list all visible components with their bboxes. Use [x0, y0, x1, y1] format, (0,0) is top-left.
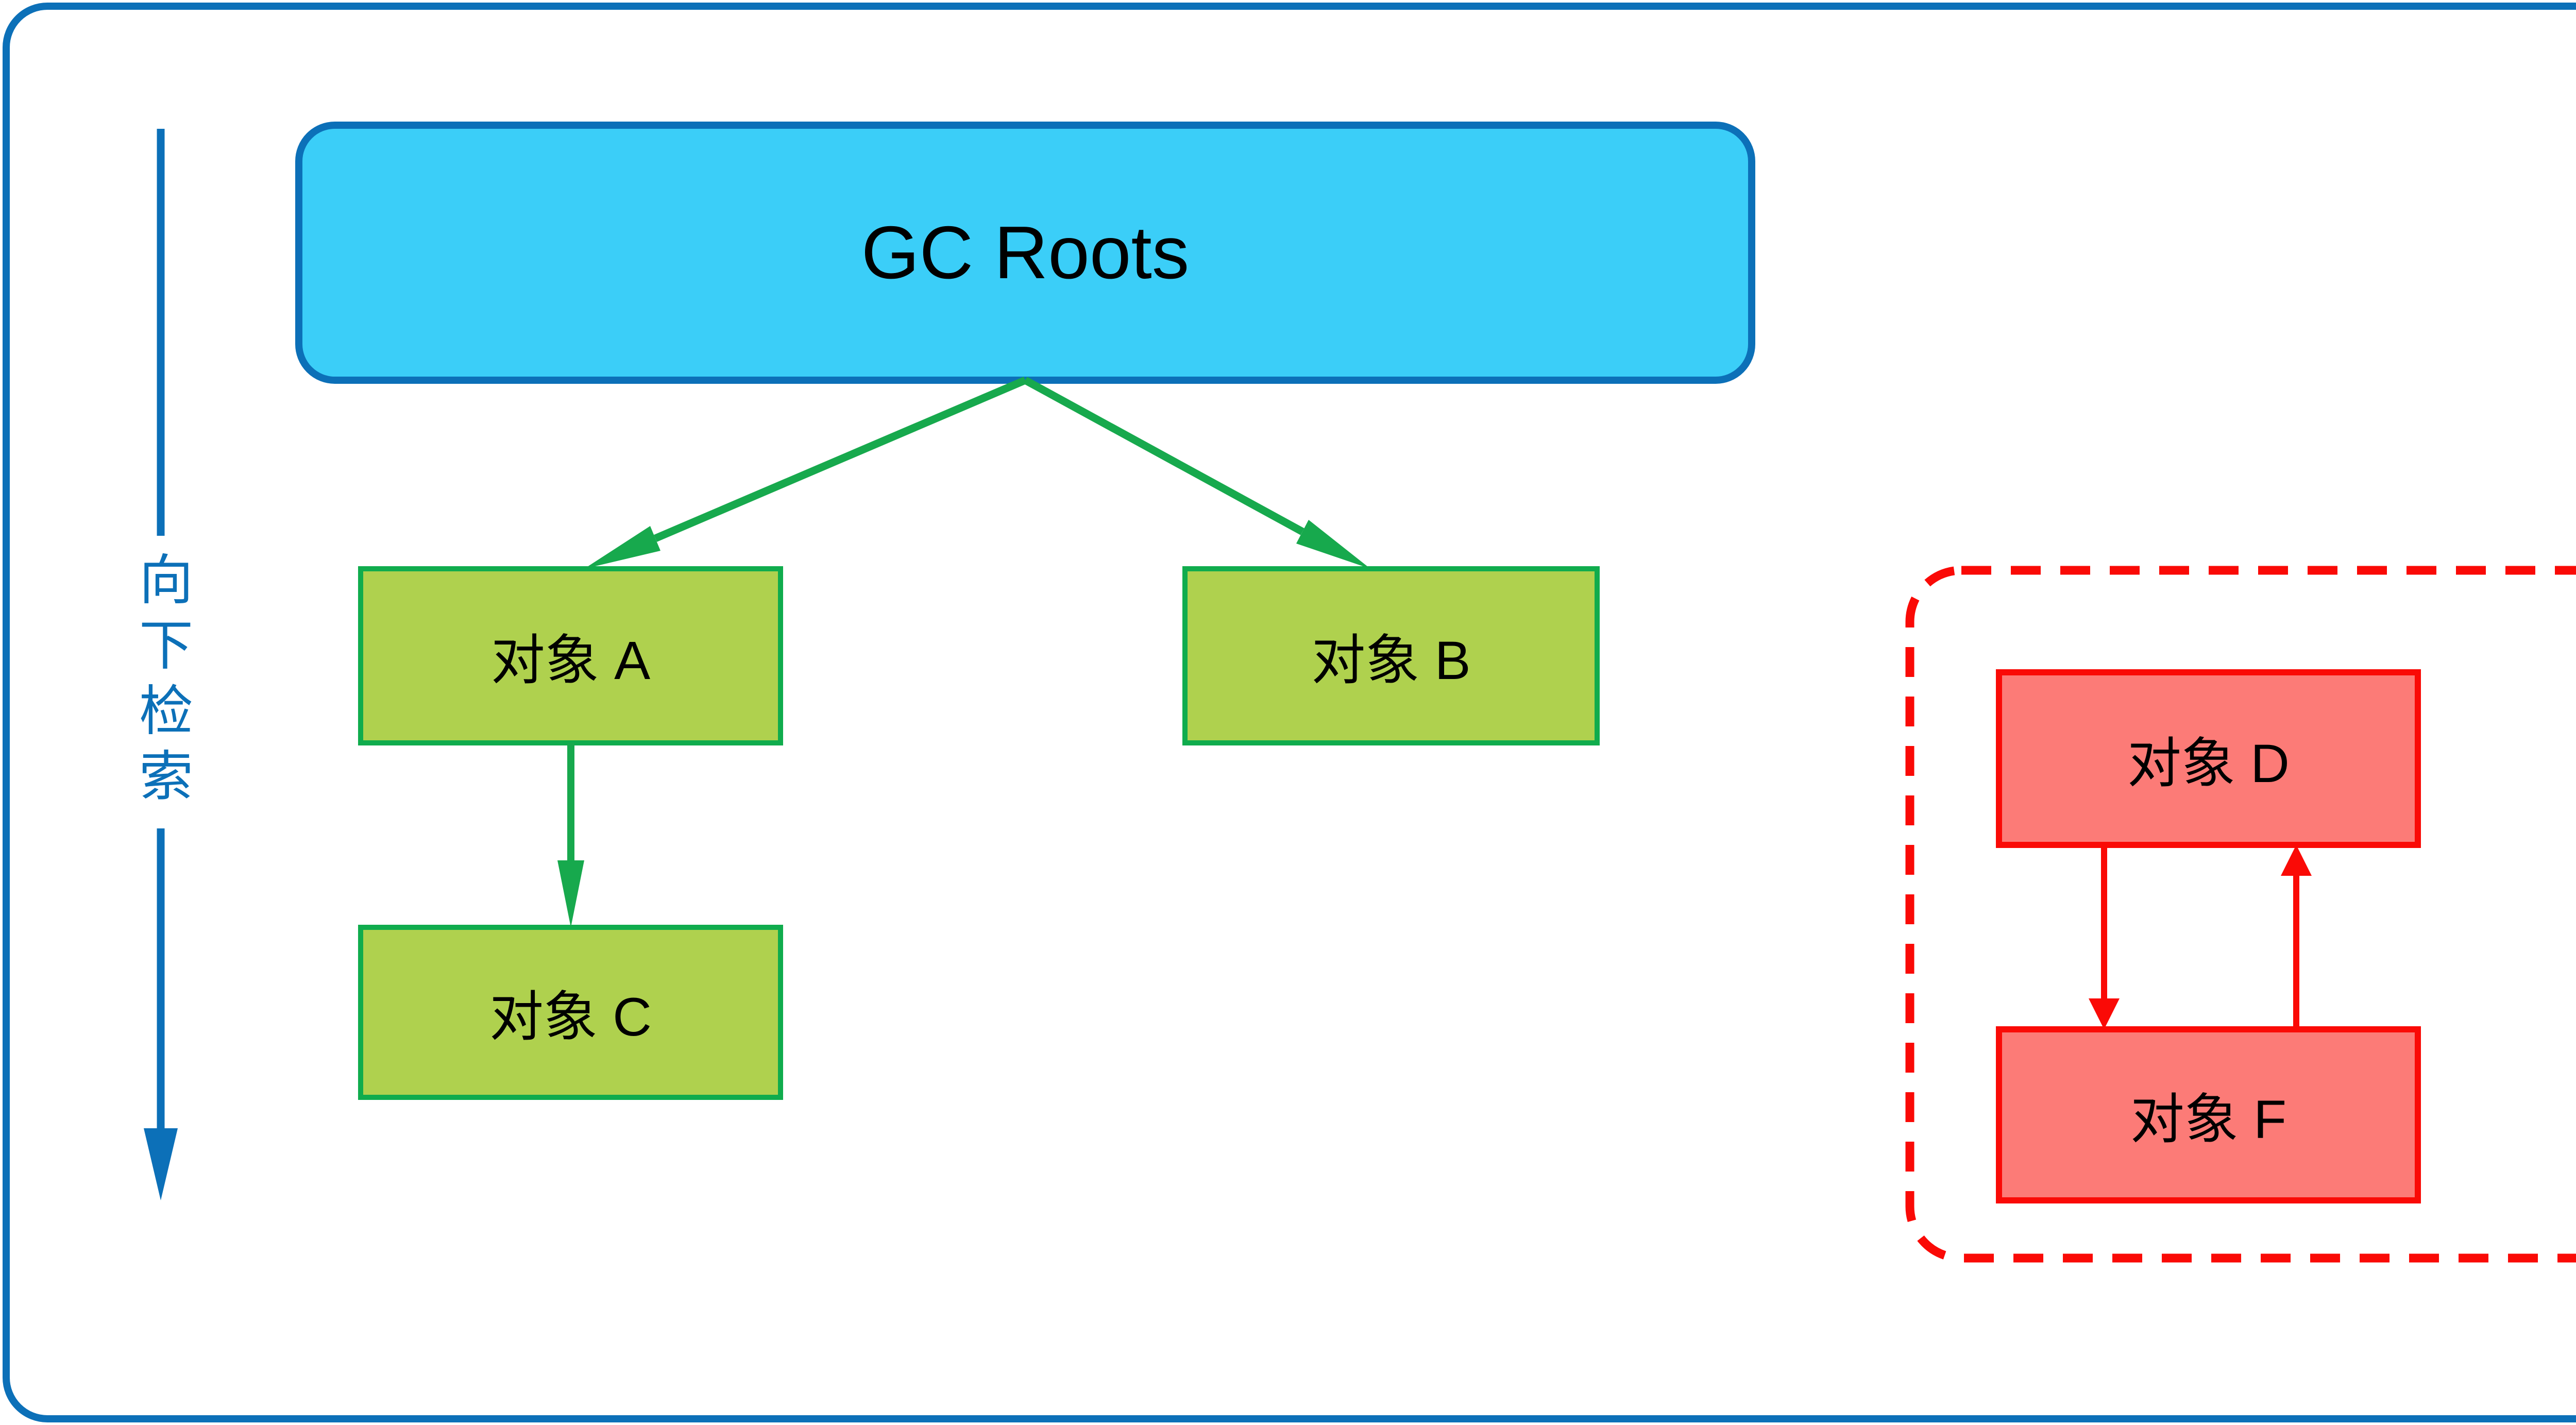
down-search-arrowhead-icon [144, 1128, 178, 1200]
obj-f-label: 对象 F [2130, 1090, 2287, 1150]
obj-b-box [1182, 566, 1600, 745]
obj-f-box [1996, 1026, 2421, 1203]
edge-gcroots-to-a-line [654, 377, 1027, 542]
obj-b-label: 对象 B [1311, 631, 1471, 691]
gc-roots-label: GC Roots [861, 211, 1190, 294]
edge-f-to-d-arrowhead-icon [2281, 845, 2312, 876]
edge-d-to-f-arrowhead-icon [2089, 998, 2120, 1029]
down-search-label: 向下检索 [118, 536, 204, 828]
edge-gcroots-to-b-line [1023, 377, 1304, 535]
obj-d-box [1996, 669, 2421, 848]
obj-c-box [358, 925, 783, 1100]
edge-gcroots-to-a-arrowhead-icon [584, 526, 660, 569]
edge-a-to-c-arrowhead-icon [557, 860, 584, 927]
page-frame-border [3, 3, 2576, 1422]
edge-gcroots-to-b-arrowhead-icon [1296, 520, 1370, 569]
obj-c-label: 对象 C [489, 987, 652, 1047]
garbage-region-dashed-border [1905, 566, 2576, 1263]
obj-a-label: 对象 A [490, 631, 651, 691]
obj-d-label: 对象 D [2127, 733, 2290, 794]
